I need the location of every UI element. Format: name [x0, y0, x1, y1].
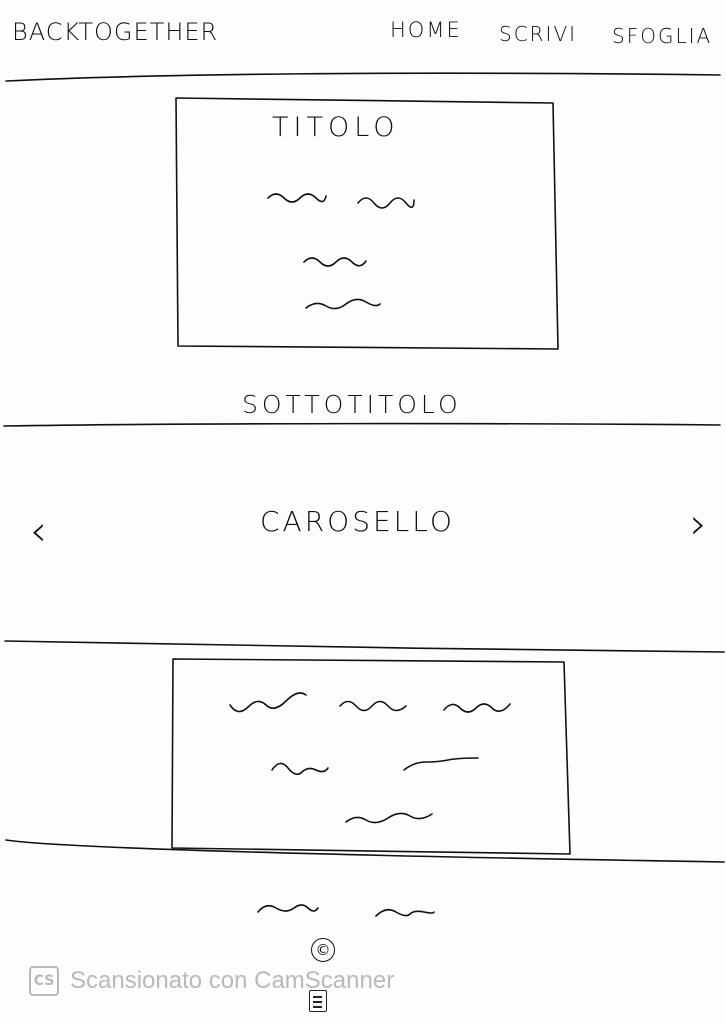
document-icon	[309, 990, 327, 1012]
hero-scribble	[357, 197, 415, 209]
footer-scribble	[375, 908, 435, 917]
camscanner-logo-icon: CS	[29, 966, 59, 996]
nav-item-sfoglia[interactable]: SFOGLIA	[612, 24, 713, 48]
copyright-icon: ©	[311, 938, 335, 962]
subtitle-divider	[3, 422, 721, 427]
camscanner-watermark: Scansionato con CamScanner	[70, 967, 395, 994]
nav-item-scrivi[interactable]: SCRIVI	[499, 22, 578, 46]
hero-box	[175, 97, 559, 350]
footer-divider	[5, 839, 725, 863]
content-scribble	[403, 757, 479, 771]
content-scribble	[271, 762, 329, 776]
carousel-divider	[4, 640, 725, 653]
content-scribble	[229, 692, 307, 713]
content-scribble	[443, 703, 511, 713]
hero-scribble	[305, 298, 381, 310]
hero-scribble	[303, 257, 367, 267]
brand-logo[interactable]: BACKTOGETHER	[12, 18, 219, 46]
chevron-left-icon[interactable]: ‹	[30, 506, 49, 555]
carousel-label: CAROSELLO	[260, 505, 455, 538]
content-scribble	[339, 700, 407, 712]
content-scribble	[345, 812, 433, 824]
footer-scribble	[257, 904, 319, 913]
hero-scribble	[267, 193, 327, 203]
content-box	[171, 658, 571, 855]
chevron-right-icon[interactable]: ›	[690, 499, 709, 548]
page-subtitle: SOTTOTITOLO	[242, 390, 462, 419]
header-divider	[5, 72, 721, 82]
hero-title: TITOLO	[272, 112, 400, 143]
nav-item-home[interactable]: HOME	[390, 18, 462, 42]
